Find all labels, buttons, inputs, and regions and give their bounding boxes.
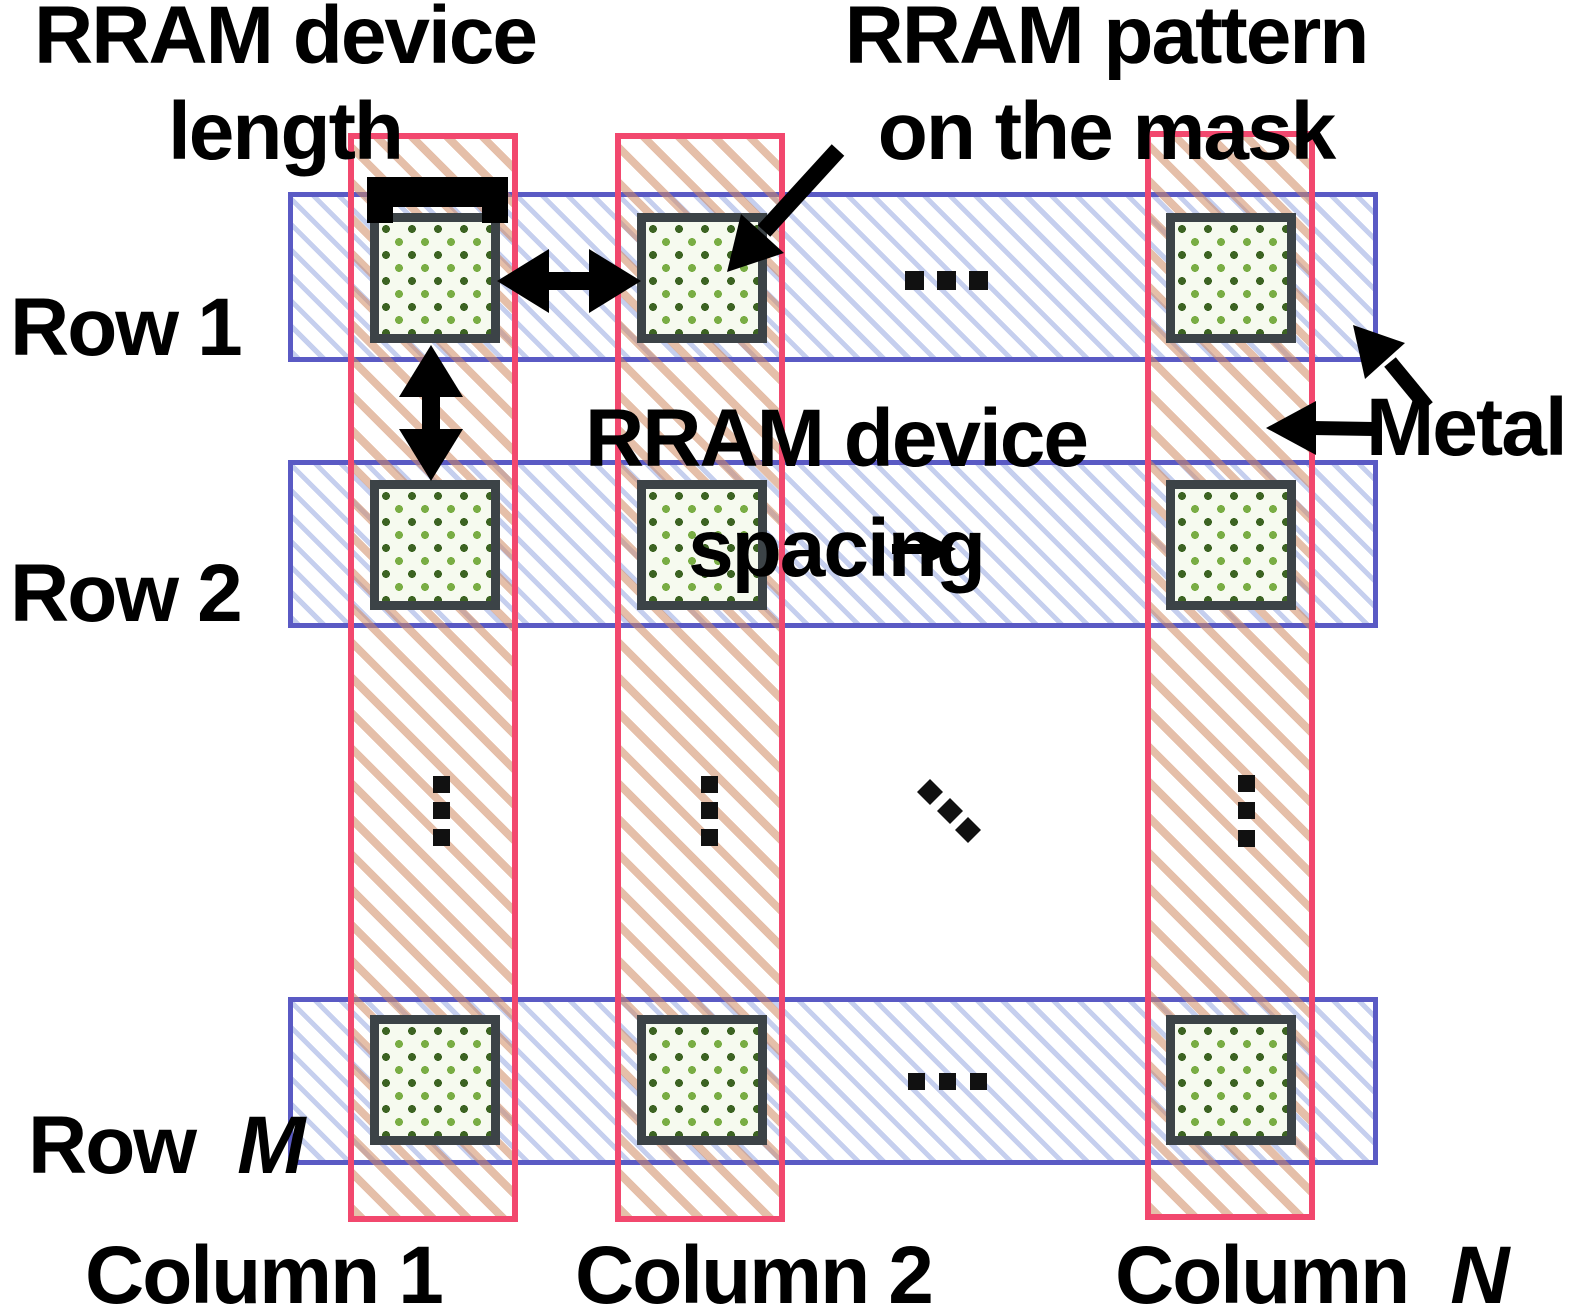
- label-line: RRAM device: [33, 0, 538, 81]
- rram-device-r1cn: [1166, 213, 1296, 343]
- row-label-num: M: [237, 1100, 305, 1191]
- rram-device-r1c1: [370, 213, 500, 343]
- rram-device-rmcn: [1166, 1015, 1296, 1145]
- label-line: RRAM pattern: [844, 0, 1370, 81]
- label-row-m: Row M: [28, 1098, 305, 1194]
- label-line: on the mask: [877, 86, 1336, 177]
- label-rram-device-spacing-line2: spacing: [688, 503, 986, 594]
- column-label-prefix: Column: [1115, 1230, 1410, 1312]
- column-label-num: 1: [398, 1230, 444, 1312]
- row-label-prefix: Row: [10, 548, 179, 639]
- label-line: length: [168, 86, 404, 177]
- row-label-num: 2: [197, 548, 243, 639]
- label-column-n: Column N: [1115, 1228, 1509, 1312]
- row-label-prefix: Row: [10, 282, 179, 373]
- label-metal: Metal: [1366, 382, 1568, 473]
- column-label-num: 2: [888, 1230, 934, 1312]
- row-label-num: 1: [197, 282, 243, 373]
- rram-device-rmc1: [370, 1015, 500, 1145]
- diagonal-ellipsis-icon: [917, 779, 981, 843]
- rram-device-r2cn: [1166, 480, 1296, 610]
- rram-device-r1c2: [637, 213, 767, 343]
- rram-device-rmc2: [637, 1015, 767, 1145]
- column-label-num: N: [1450, 1230, 1509, 1312]
- rram-device-r2c1: [370, 480, 500, 610]
- column-label-prefix: Column: [575, 1230, 870, 1312]
- row-label-prefix: Row: [28, 1100, 197, 1191]
- rram-device-r2c2: [637, 480, 767, 610]
- label-rram-device-spacing-line1: RRAM device: [584, 393, 1089, 484]
- column-label-prefix: Column: [85, 1230, 380, 1312]
